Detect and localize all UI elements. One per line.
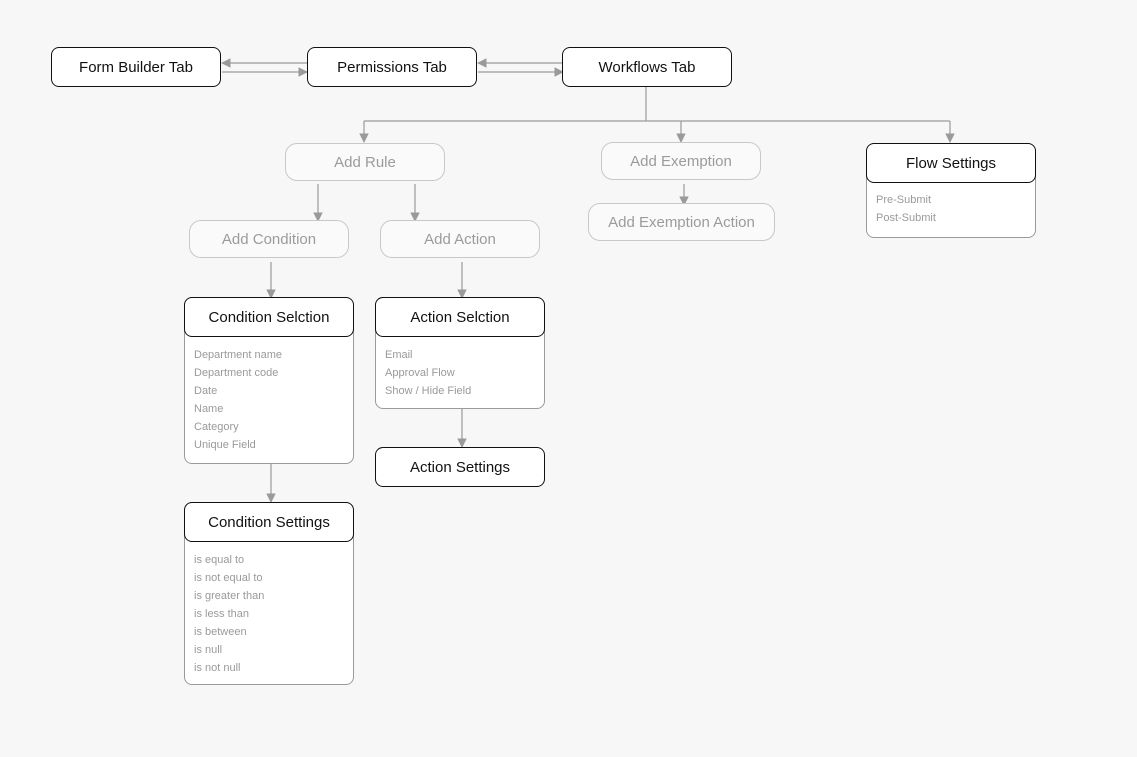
operator-option[interactable]: is null	[194, 644, 223, 656]
flow-settings-list: Pre-Submit Post-Submit	[876, 191, 936, 227]
action-selection-list: Email Approval Flow Show / Hide Field	[385, 346, 471, 400]
flow-settings-title[interactable]: Flow Settings	[866, 143, 1036, 183]
workflows-tab[interactable]: Workflows Tab	[562, 47, 732, 87]
add-action-button[interactable]: Add Action	[380, 220, 540, 258]
action-selection-title[interactable]: Action Selction	[375, 297, 545, 337]
operator-option[interactable]: is not equal to	[194, 572, 263, 584]
add-condition-button[interactable]: Add Condition	[189, 220, 349, 258]
condition-settings-card: Condition Settings is equal to is not eq…	[184, 502, 354, 685]
permissions-tab[interactable]: Permissions Tab	[307, 47, 477, 87]
operator-option[interactable]: is equal to	[194, 554, 245, 566]
condition-option[interactable]: Department name	[194, 349, 283, 361]
add-exemption-action-button[interactable]: Add Exemption Action	[588, 203, 775, 241]
action-option[interactable]: Show / Hide Field	[385, 385, 472, 397]
operator-option[interactable]: is greater than	[194, 590, 265, 602]
condition-selection-list: Department name Department code Date Nam…	[194, 346, 282, 454]
condition-selection-card: Condition Selction Department name Depar…	[184, 297, 354, 464]
condition-settings-list: is equal to is not equal to is greater t…	[194, 551, 264, 677]
condition-option[interactable]: Date	[194, 385, 218, 397]
flow-settings-option[interactable]: Pre-Submit	[876, 194, 932, 206]
add-rule-button[interactable]: Add Rule	[285, 143, 445, 181]
condition-selection-title[interactable]: Condition Selction	[184, 297, 354, 337]
condition-settings-title[interactable]: Condition Settings	[184, 502, 354, 542]
operator-option[interactable]: is between	[194, 626, 247, 638]
action-settings-node[interactable]: Action Settings	[375, 447, 545, 487]
action-option[interactable]: Approval Flow	[385, 367, 455, 379]
condition-option[interactable]: Category	[194, 421, 239, 433]
operator-option[interactable]: is not null	[194, 662, 241, 674]
action-selection-card: Action Selction Email Approval Flow Show…	[375, 297, 545, 409]
form-builder-tab[interactable]: Form Builder Tab	[51, 47, 221, 87]
flow-settings-option[interactable]: Post-Submit	[876, 212, 936, 224]
flow-settings-card: Flow Settings Pre-Submit Post-Submit	[866, 143, 1036, 238]
condition-option[interactable]: Unique Field	[194, 439, 256, 451]
action-option[interactable]: Email	[385, 349, 413, 361]
add-exemption-button[interactable]: Add Exemption	[601, 142, 761, 180]
condition-option[interactable]: Name	[194, 403, 224, 415]
operator-option[interactable]: is less than	[194, 608, 250, 620]
condition-option[interactable]: Department code	[194, 367, 279, 379]
